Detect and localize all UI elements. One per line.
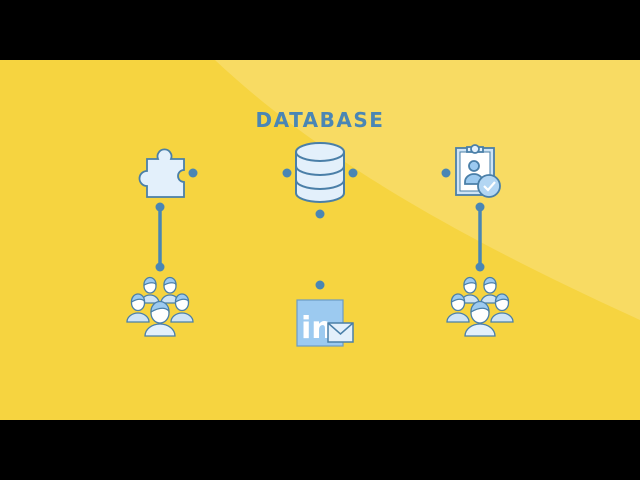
- edge-dot: [155, 262, 165, 272]
- background-light-sweep: [215, 60, 640, 320]
- user-group-icon-left: [126, 276, 194, 337]
- person: [170, 293, 194, 323]
- clipboard-user-check-icon: [455, 144, 501, 198]
- diagram-svg: in: [0, 60, 640, 420]
- edge-dot: [315, 209, 325, 219]
- edge-dot: [282, 168, 292, 178]
- edge-dot: [315, 280, 325, 290]
- person-main: [144, 300, 176, 337]
- edge-dot: [475, 262, 485, 272]
- database-icon: [295, 142, 345, 203]
- person: [480, 276, 500, 304]
- user-group-icon-right: [446, 276, 514, 337]
- edge-dot: [348, 168, 358, 178]
- edge-dot: [188, 168, 198, 178]
- edge-dot: [155, 202, 165, 212]
- linkedin-mail-icon: in: [296, 299, 354, 347]
- edge-dot: [475, 202, 485, 212]
- person: [446, 293, 470, 323]
- person: [160, 276, 180, 304]
- puzzle-piece-icon: [138, 148, 185, 198]
- diagram-title: DATABASE: [255, 108, 385, 132]
- edge-dot: [441, 168, 451, 178]
- connectors: [155, 168, 485, 290]
- person: [126, 293, 150, 323]
- person-main: [464, 300, 496, 337]
- person: [490, 293, 514, 323]
- diagram-canvas: in: [0, 60, 640, 420]
